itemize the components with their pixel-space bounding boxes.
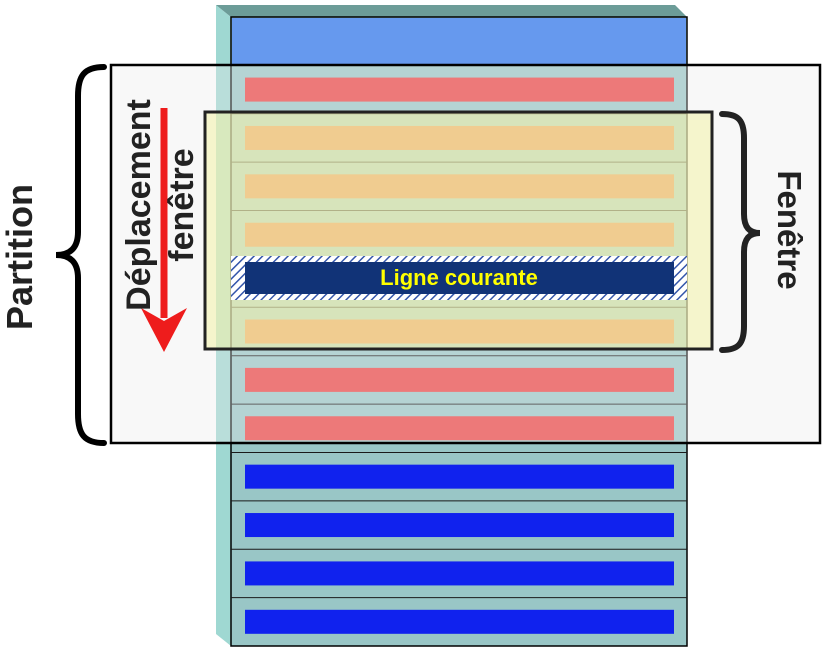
- partition-row-bar: [245, 416, 674, 441]
- partition-brace: [55, 64, 107, 446]
- outside-row-bar: [245, 513, 674, 538]
- current-row-bar: [245, 262, 674, 294]
- current-row-label: Ligne courante: [380, 265, 538, 290]
- window-frame: [203, 110, 714, 351]
- outside-row-bar: [245, 561, 674, 586]
- window-move-label-line2: fenêtre: [163, 148, 201, 261]
- header-row-bar: [232, 18, 686, 65]
- outside-row-bar: [245, 464, 674, 489]
- table-top-face: [216, 5, 687, 17]
- partition-row-bar: [245, 77, 674, 102]
- outside-row-bar: [245, 609, 674, 634]
- partition-row-bar: [245, 367, 674, 392]
- window-label: Fenêtre: [771, 170, 808, 289]
- window-move-arrow-head: [141, 308, 187, 352]
- partition-label: Partition: [0, 184, 40, 330]
- window-move-label: Déplacement: [120, 99, 158, 311]
- window-brace: [719, 111, 761, 353]
